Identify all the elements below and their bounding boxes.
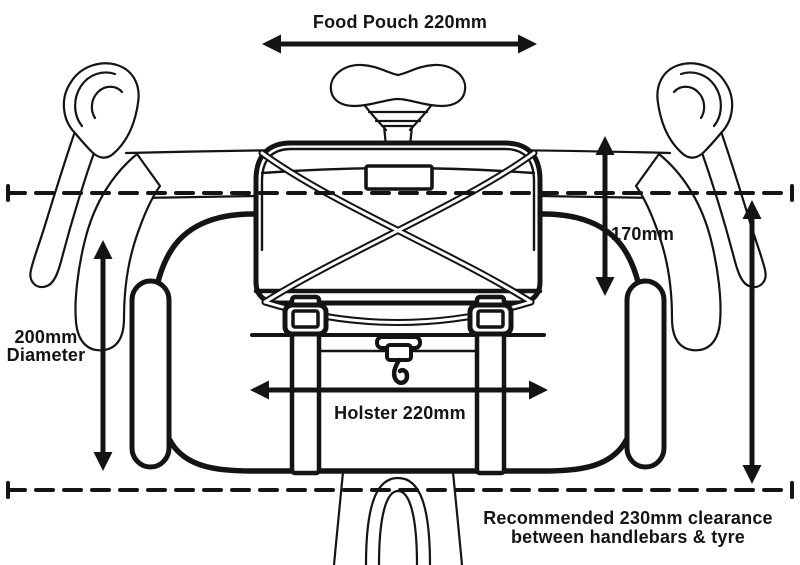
clearance-note-line2: between handlebars & tyre <box>510 527 746 547</box>
holster-diameter-label: 200mm Diameter <box>0 328 92 364</box>
strap-right <box>467 294 514 476</box>
holster-width-label: Holster 220mm <box>334 403 466 423</box>
clearance-arrow <box>742 200 762 484</box>
food-pouch-width-label: Food Pouch 220mm <box>312 12 488 32</box>
right-brake-hood <box>634 62 767 352</box>
front-fork <box>332 470 464 565</box>
holster-diameter-word: Diameter <box>6 345 86 365</box>
brand-patch <box>364 164 434 191</box>
holster-diameter-arrow <box>93 240 113 471</box>
food-pouch-width-arrow <box>262 34 537 54</box>
clearance-note-label: Recommended 230mm clearance between hand… <box>468 509 788 547</box>
holster-left-roll-end <box>129 278 172 470</box>
tyre-clearance-dashed-line <box>6 481 794 499</box>
holster-right-roll-end <box>624 278 667 470</box>
clearance-note-line1: Recommended 230mm clearance <box>483 508 773 528</box>
pouch-height-arrow <box>595 136 615 296</box>
front-tyre <box>364 476 432 565</box>
pouch-height-label: 170mm <box>611 224 675 244</box>
accessory-hook <box>375 335 422 385</box>
left-hood-body <box>62 62 140 159</box>
left-brake-lever <box>29 118 99 289</box>
holster-diameter-value: 200mm <box>14 327 78 347</box>
strap-left <box>282 294 329 476</box>
handlebar-level-dashed-line <box>6 184 794 202</box>
holster-width-arrow <box>250 380 548 400</box>
